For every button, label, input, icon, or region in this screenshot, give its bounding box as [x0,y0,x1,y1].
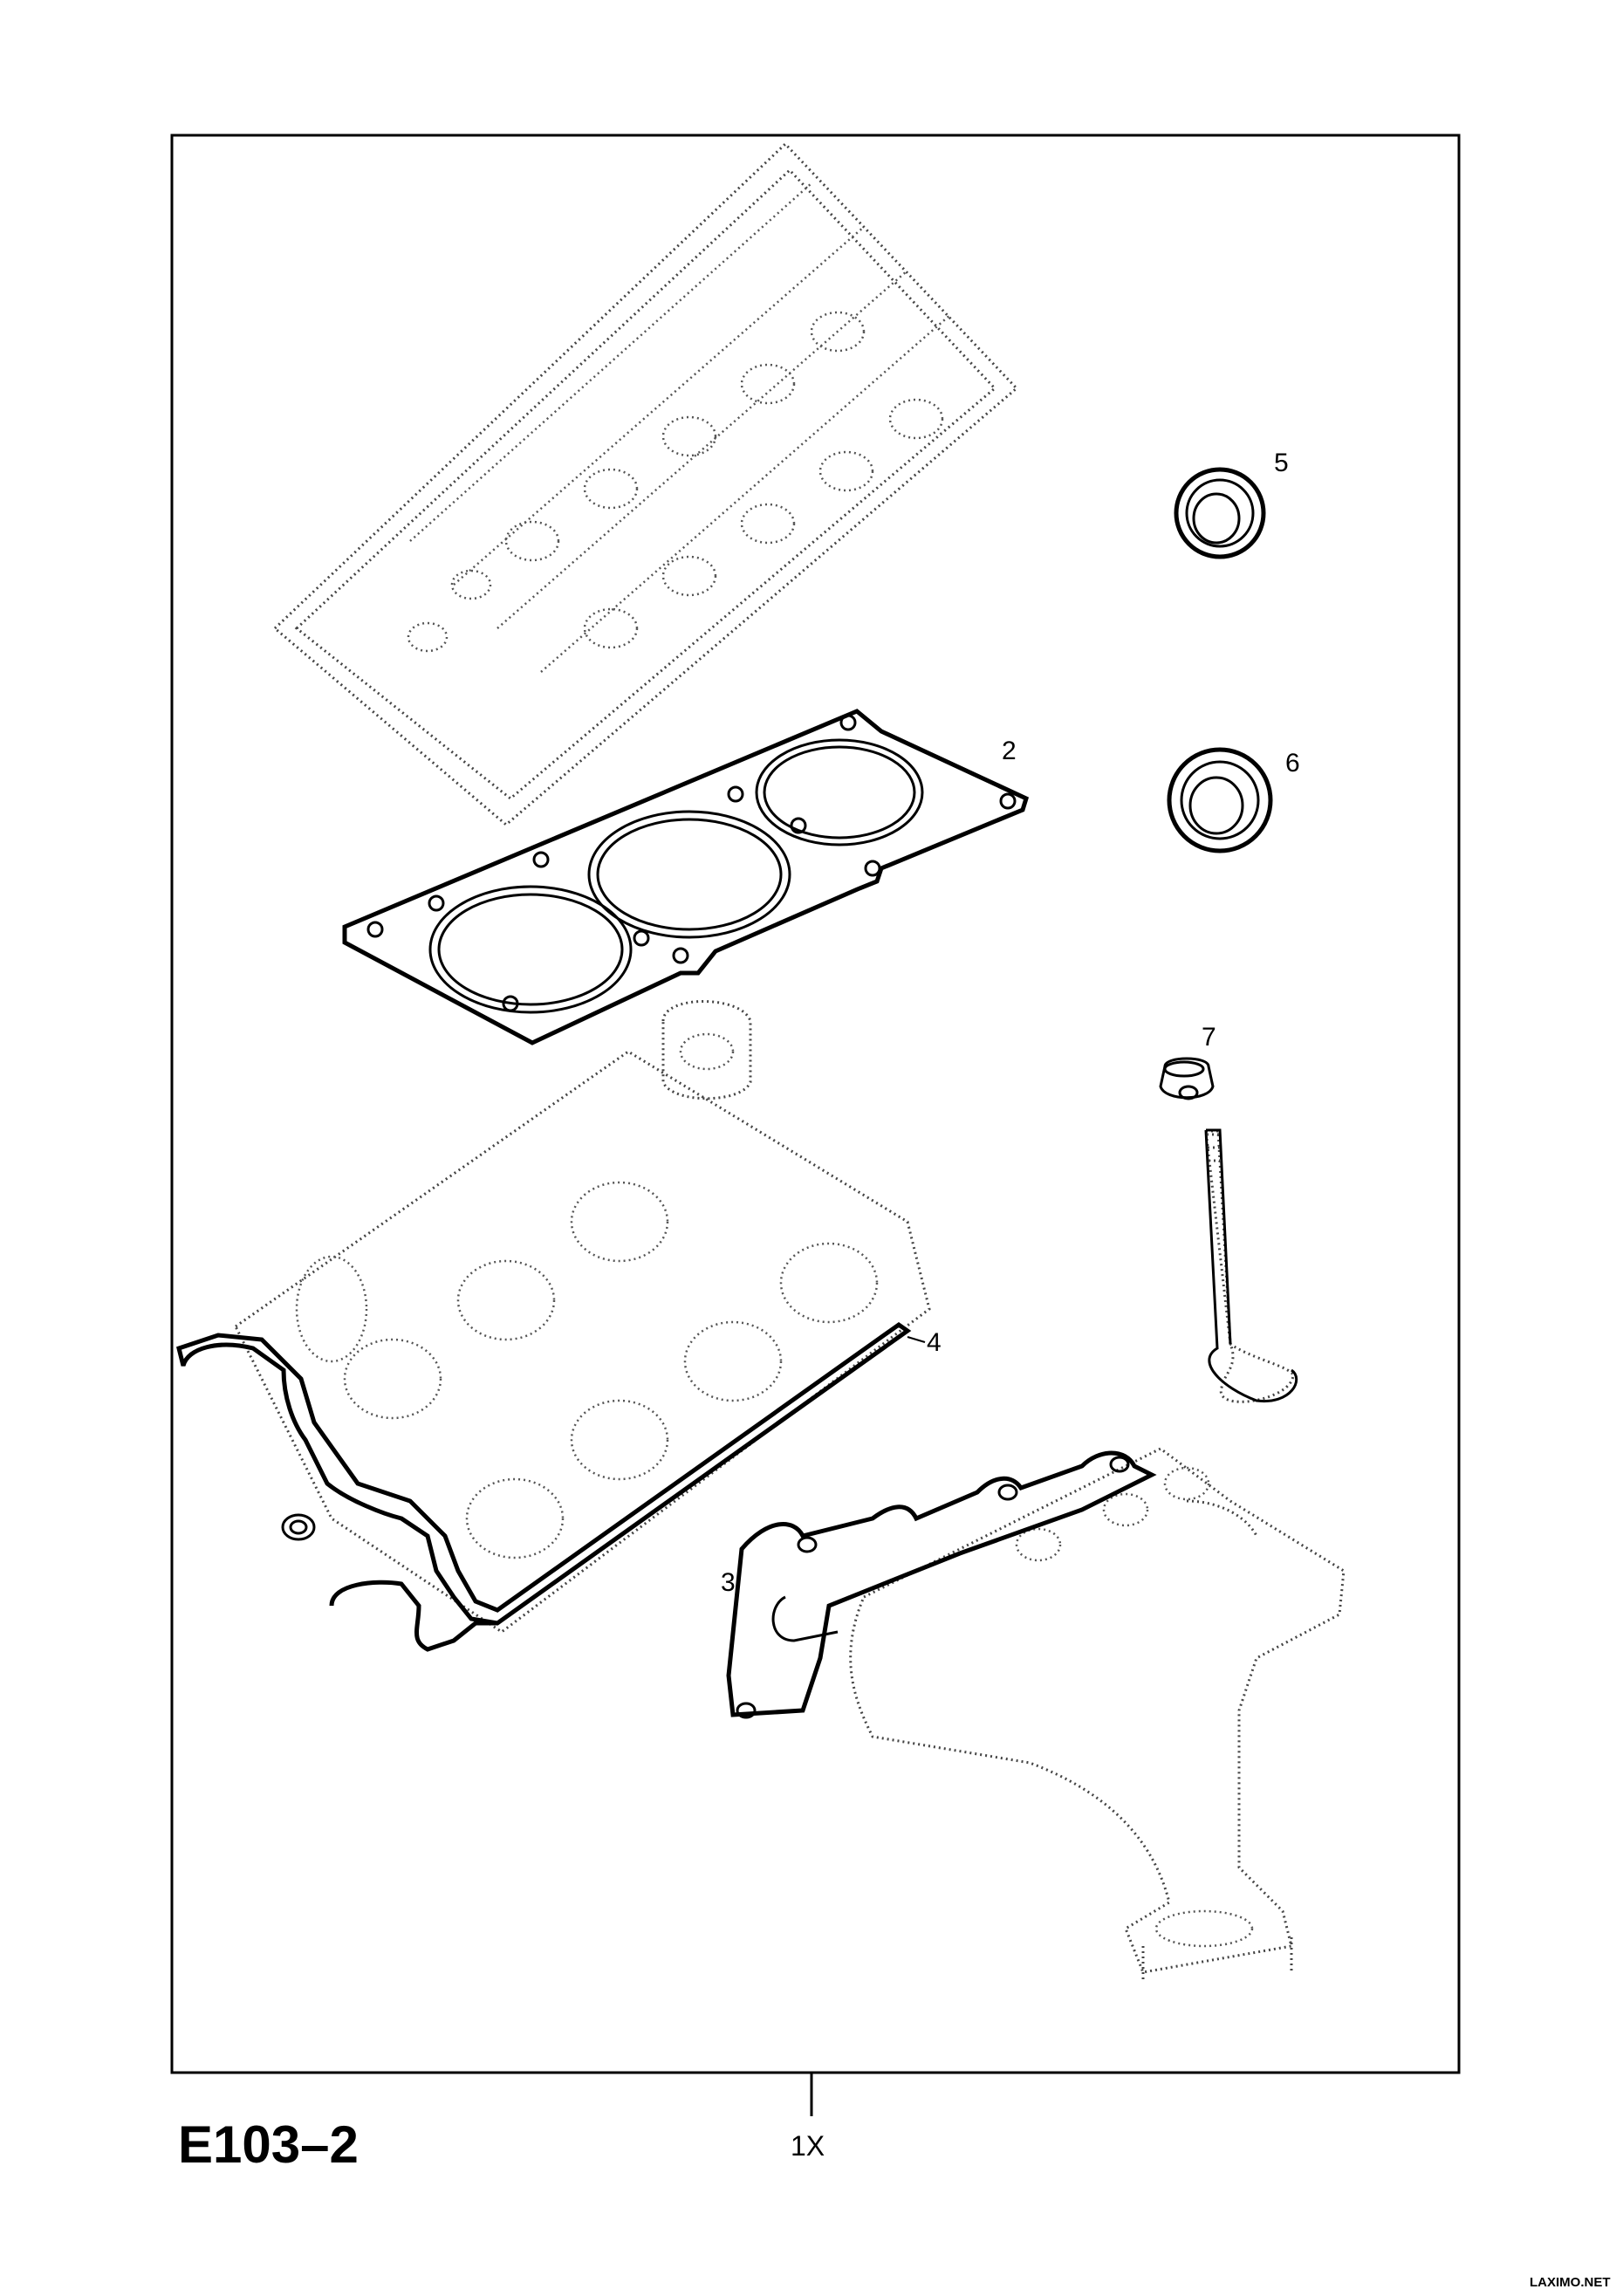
oil-seal-5[interactable] [1174,467,1266,559]
diagram-code: E103–2 [178,2115,359,2174]
diagram-frame [170,134,1461,2074]
camshaft-housing [234,1000,931,1634]
quantity-label: 1X [791,2130,825,2162]
exhaust-manifold-gasket[interactable] [726,1450,1157,1719]
oil-seal-6[interactable] [1167,747,1273,853]
callout-4-leader [907,1336,926,1343]
callout-7[interactable]: 7 [1202,1023,1216,1052]
callout-4[interactable]: 4 [927,1328,942,1357]
valve[interactable] [1204,1128,1298,1403]
exhaust-manifold [849,1447,1346,1981]
cylinder-head-gasket[interactable] [342,709,1030,1045]
callout-2[interactable]: 2 [1002,737,1017,765]
watermark: LAXIMO.NET [1530,2275,1611,2290]
callout-6[interactable]: 6 [1285,749,1300,778]
camshaft-housing-gasket[interactable] [176,1321,912,1652]
callout-5[interactable]: 5 [1274,449,1289,477]
cylinder-head-cover-gasket[interactable] [272,141,1019,826]
valve-stem-seal[interactable] [1159,1057,1215,1100]
callout-3[interactable]: 3 [721,1568,736,1597]
